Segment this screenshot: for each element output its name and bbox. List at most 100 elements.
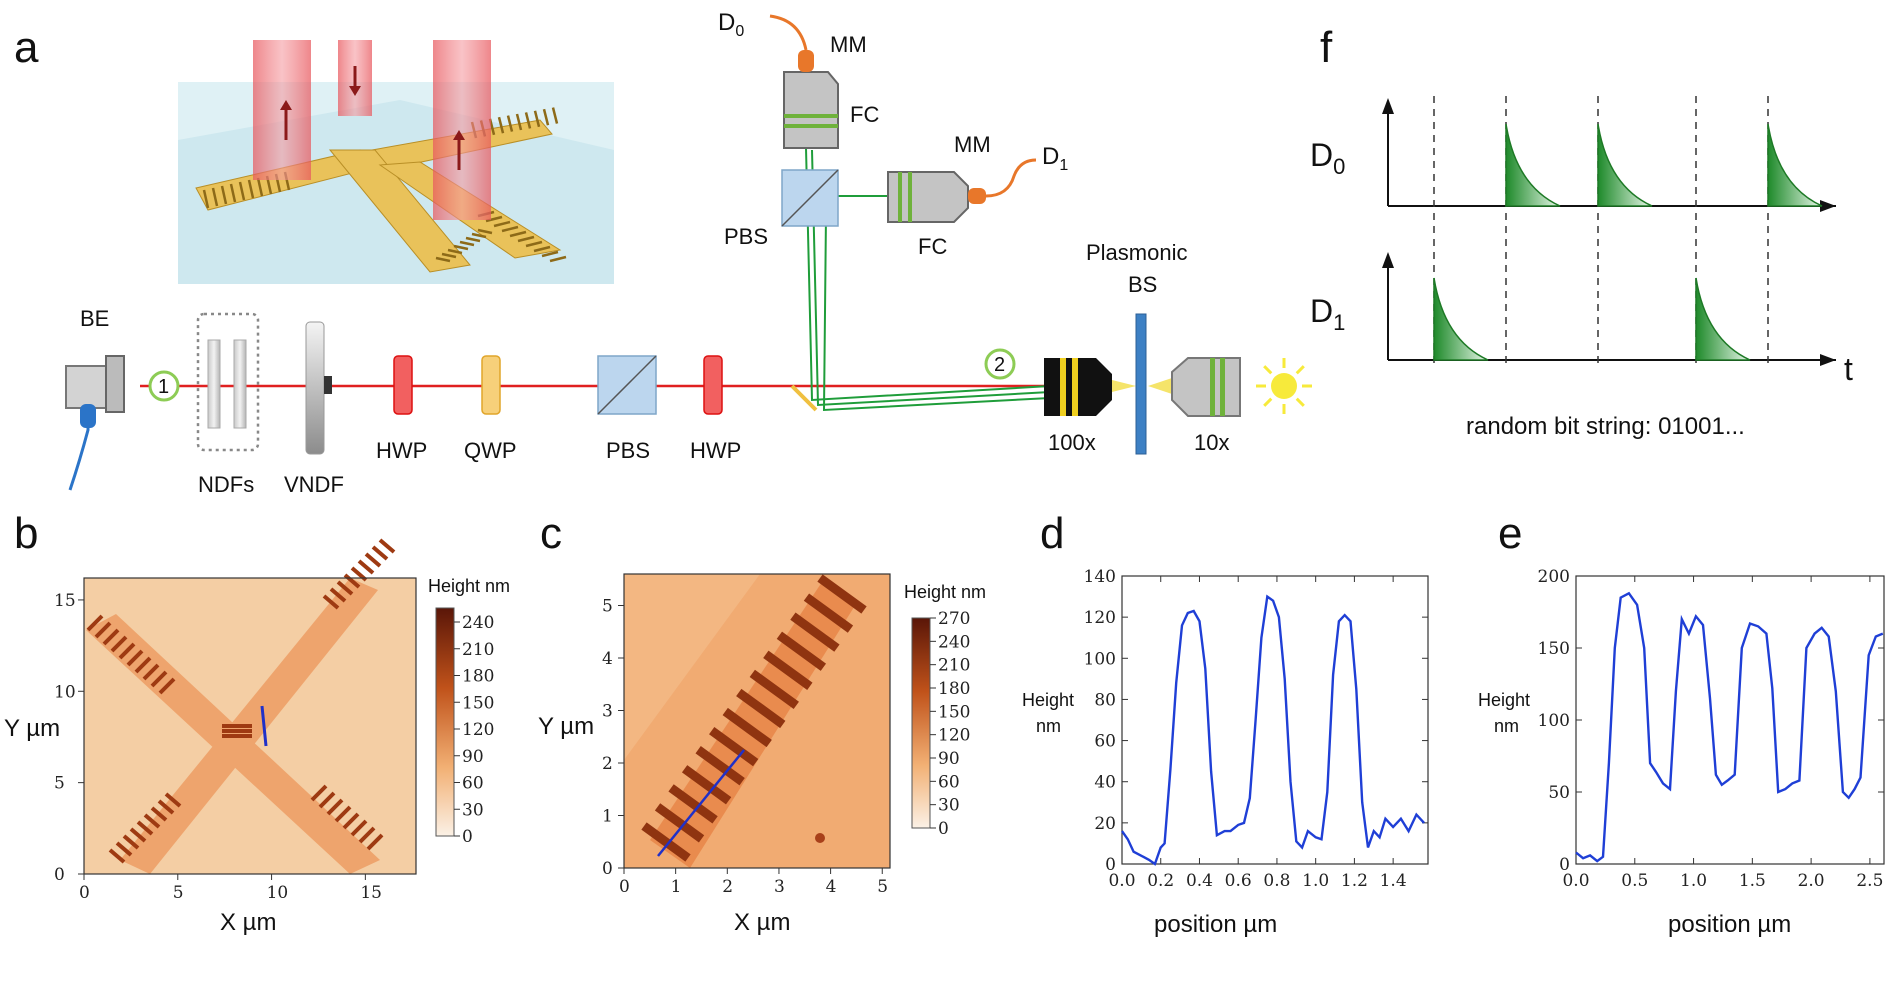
d1-subscript: 1 (1059, 157, 1068, 174)
grating-stripe (150, 806, 168, 822)
grating-stripe (122, 834, 140, 850)
beam-expander (65, 355, 125, 491)
marker-2-label: 2 (994, 354, 1005, 376)
colorbar-tick-label: 150 (462, 693, 494, 713)
label-pbs-detection: PBS (724, 224, 768, 249)
afm-c-ytick-label: 0 (602, 859, 613, 879)
afm-c-colorbar (911, 617, 931, 829)
d1-letter: D (1042, 143, 1059, 170)
fiber-coupler-right (887, 158, 1037, 223)
f-d0-subscript: 0 (1333, 154, 1345, 179)
afm-c-xtick-label: 0 (619, 877, 630, 897)
f-label-d0: D0 (1310, 137, 1345, 179)
grating-line (471, 232, 487, 239)
label-ndfs: NDFs (198, 472, 254, 497)
grating-stripe (158, 677, 176, 695)
grating-stripe (108, 848, 126, 864)
x-tick-label: 1.4 (1380, 871, 1407, 891)
marker-1 (148, 370, 180, 402)
grating-stripe (364, 552, 382, 568)
hwp-2 (703, 355, 723, 415)
time-axis-arrow (1820, 200, 1836, 212)
sun-ray (1263, 397, 1273, 407)
panel-label-e: e (1498, 509, 1522, 558)
grating-stripe (342, 812, 360, 830)
label-hwp-2: HWP (690, 438, 741, 463)
colorbar-tick-label: 180 (462, 667, 494, 687)
objective-100x (1044, 358, 1136, 416)
grating-stripe (326, 798, 344, 816)
x-tick-label: 2.5 (1856, 871, 1883, 891)
grating-line (515, 113, 523, 131)
afm-c-xlabel: X µm (734, 909, 791, 936)
x-tick-label: 1.5 (1739, 871, 1766, 891)
label-mm-top: MM (830, 32, 867, 57)
series-line (1121, 594, 1425, 866)
grating-stripe (722, 707, 772, 748)
panel-label-b: b (14, 509, 38, 558)
colorbar-tick-label: 30 (938, 796, 960, 816)
grating-stripe (343, 573, 361, 589)
grating-stripe (654, 803, 705, 843)
grating-line (211, 187, 219, 207)
colorbar-tick-label: 240 (938, 632, 970, 652)
grating-line (525, 240, 543, 248)
ndf-filters (196, 312, 260, 452)
f-d1-subscript: 1 (1333, 310, 1345, 335)
grating-line (506, 115, 514, 132)
afm-c-xtick-label: 1 (671, 877, 682, 897)
grating-line (229, 183, 237, 203)
grating-stripe (641, 822, 691, 862)
grating-line (549, 255, 567, 263)
grating-stripe (334, 805, 352, 823)
grating-stripe (378, 538, 396, 554)
grating-stripe (310, 784, 328, 802)
label-bs: BS (1128, 272, 1157, 297)
grating-line (441, 252, 457, 259)
x-tick-label: 0.6 (1225, 871, 1252, 891)
afm-b-frame (83, 577, 417, 875)
grating-line (533, 110, 541, 128)
grating-stripe (736, 688, 786, 729)
grating-line (238, 181, 246, 201)
afm-b-ytick-label: 5 (54, 774, 65, 794)
x-tick-label: 1.0 (1680, 871, 1707, 891)
grating-line (524, 112, 532, 129)
x-tick-label: 0.8 (1263, 871, 1290, 891)
afm-c-frame (623, 573, 891, 869)
grating-line (247, 179, 255, 199)
hwp-1 (393, 355, 413, 415)
y-tick-label: 100 (1538, 711, 1570, 731)
panel-f-timing (1382, 96, 1836, 366)
signal-axis-arrow (1382, 98, 1394, 114)
y-tick-label: 200 (1538, 567, 1570, 587)
sun-ray (1295, 365, 1305, 375)
f-caption: random bit string: 01001... (1466, 413, 1745, 440)
label-qwp: QWP (464, 438, 517, 463)
y-tick-label: 40 (1094, 773, 1116, 793)
nanostructure-render (178, 40, 614, 284)
y-tick-label: 20 (1094, 814, 1116, 834)
y-tick-label: 120 (1084, 608, 1116, 628)
grating-stripe (776, 631, 827, 671)
grating-stripe (358, 826, 376, 844)
afm-c-ytick-label: 5 (602, 597, 613, 617)
grating-stripe (336, 580, 354, 596)
grating-stripe (817, 574, 867, 614)
afm-b-colorbar (435, 607, 455, 837)
panel-label-a: a (14, 23, 39, 72)
colorbar-tick-label: 180 (938, 679, 970, 699)
d0-letter: D (718, 9, 735, 36)
chart-e-ylabel-1: Height (1478, 690, 1530, 710)
d1-pulse (1433, 277, 1489, 361)
time-axis-arrow (1820, 354, 1836, 366)
panel-label-d: d (1040, 509, 1064, 558)
grating-stripe (357, 559, 375, 575)
y-tick-label: 0 (1105, 855, 1116, 875)
afm-b-ytick-label: 10 (54, 682, 76, 702)
grating-line (447, 248, 463, 255)
chart-e-xlabel: position µm (1668, 911, 1791, 938)
